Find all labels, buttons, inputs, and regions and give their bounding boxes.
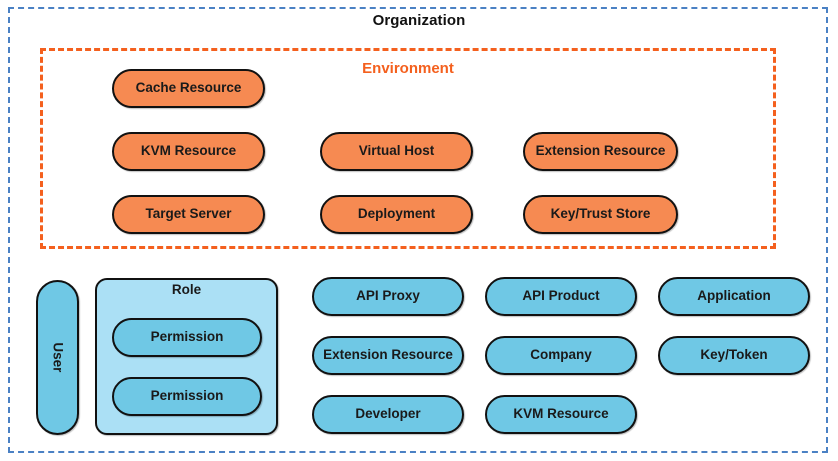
entity-kvm-resource-env[interactable]: KVM Resource	[112, 132, 265, 171]
entity-company[interactable]: Company	[485, 336, 637, 375]
entity-virtual-host[interactable]: Virtual Host	[320, 132, 473, 171]
entity-api-proxy[interactable]: API Proxy	[312, 277, 464, 316]
organization-title: Organization	[372, 12, 466, 29]
entity-target-server[interactable]: Target Server	[112, 195, 265, 234]
entity-permission-1[interactable]: Permission	[112, 318, 262, 357]
entity-developer[interactable]: Developer	[312, 395, 464, 434]
environment-title: Environment	[362, 60, 454, 77]
entity-key-trust-store[interactable]: Key/Trust Store	[523, 195, 678, 234]
entity-key-token[interactable]: Key/Token	[658, 336, 810, 375]
entity-extension-resource-env[interactable]: Extension Resource	[523, 132, 678, 171]
entity-cache-resource[interactable]: Cache Resource	[112, 69, 265, 108]
entity-api-product[interactable]: API Product	[485, 277, 637, 316]
entity-application[interactable]: Application	[658, 277, 810, 316]
entity-permission-2[interactable]: Permission	[112, 377, 262, 416]
environment-boundary	[40, 48, 776, 249]
organization-boundary	[8, 7, 828, 453]
entity-extension-resource-org[interactable]: Extension Resource	[312, 336, 464, 375]
role-group-label: Role	[171, 282, 202, 297]
entity-deployment[interactable]: Deployment	[320, 195, 473, 234]
entity-kvm-resource-org[interactable]: KVM Resource	[485, 395, 637, 434]
entity-user-label: User	[50, 342, 66, 373]
entity-user[interactable]: User	[36, 280, 79, 435]
